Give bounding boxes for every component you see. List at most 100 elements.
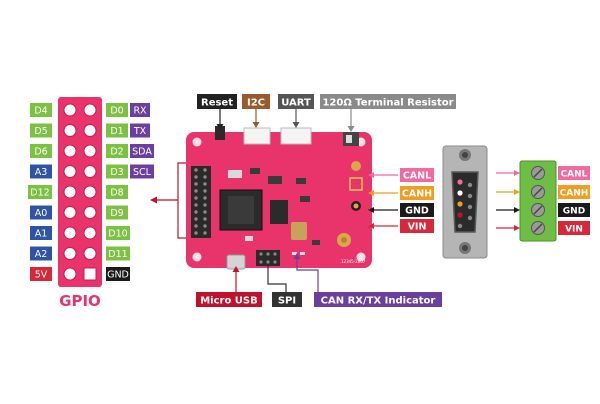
can-terminal-label: VIN <box>565 225 583 235</box>
can-indicator-label-bg <box>314 292 442 307</box>
board-header-pin <box>194 168 198 172</box>
gpio-pin-right <box>83 247 97 260</box>
gpio-pin-right <box>83 206 97 219</box>
gpio-right-pin-label: GND <box>107 270 129 281</box>
gpio-left-label: D12 <box>30 188 49 199</box>
gpio-title: GPIO <box>59 292 101 310</box>
gpio-left-label-bg <box>30 246 52 261</box>
board-header-pin <box>194 224 198 228</box>
uart-label-bg <box>278 94 314 109</box>
gpio-left-label: D6 <box>34 147 47 158</box>
top-labels: Reset I2C UART 120Ω Terminal Resistor <box>197 94 456 132</box>
gpio-left-label-bg <box>30 267 52 281</box>
can-terminal-arrowhead <box>514 170 520 176</box>
gpio-right-pin-bg <box>106 185 128 199</box>
i2c-label: I2C <box>247 98 265 109</box>
gpio-right-pin-label: D0 <box>110 106 123 117</box>
gpio-left-label-bg <box>30 103 52 117</box>
micro-usb-label: Micro USB <box>200 296 258 307</box>
gpio-pin-left <box>63 267 77 281</box>
can-terminal-label: CANL <box>561 170 588 180</box>
board-header-pin <box>203 224 207 228</box>
spi-header <box>256 250 280 266</box>
reset-label-bg <box>197 94 237 109</box>
gpio-pin-right <box>83 144 97 158</box>
board-header-pin <box>203 217 207 221</box>
can-board-label-bg <box>400 186 434 200</box>
can-board-label: CANH <box>402 189 432 200</box>
i2c-connector <box>243 127 271 145</box>
board-header-pin <box>203 196 207 200</box>
gpio-right-pin-bg <box>106 226 130 240</box>
terminal-screw-slot <box>533 223 543 233</box>
gpio-right-pin-label: D3 <box>110 167 123 178</box>
gpio-pin-left <box>63 103 77 117</box>
board-header-pin <box>203 203 207 207</box>
gpio-right-func-bg <box>130 164 154 179</box>
gpio-pin-left <box>63 144 77 158</box>
gpio-pin-left <box>63 165 77 178</box>
uart-connector <box>280 127 312 145</box>
reset-label: Reset <box>201 98 233 109</box>
gpio-left-label-bg <box>28 185 52 199</box>
gpio-left-label: D4 <box>34 106 47 117</box>
gpio-right-func-label: SDA <box>132 147 152 158</box>
can-board-label: CANL <box>403 171 431 182</box>
spi-label: SPI <box>278 296 296 307</box>
board-header-pin <box>194 196 198 200</box>
gpio-right-func-bg <box>130 123 150 138</box>
gpio-pin-right <box>83 165 97 178</box>
terminal-screw-slot <box>533 168 543 178</box>
db9-shell <box>451 171 479 233</box>
gpio-pin-holes <box>63 103 97 281</box>
gpio-right-pin-bg <box>106 123 128 138</box>
can-terminal-label: CANH <box>560 189 589 199</box>
board-header-pin <box>203 189 207 193</box>
can-board-arrowhead <box>368 223 374 229</box>
can-board-label-bg <box>400 203 434 217</box>
svg-text:12345-2807: 12345-2807 <box>341 259 366 264</box>
gpio-left-label-bg <box>30 205 52 220</box>
gpio-left-label: A1 <box>35 229 48 240</box>
can-board-arrowhead <box>368 207 374 213</box>
board-header-pin <box>203 231 207 235</box>
gpio-right-pin-bg <box>106 267 130 281</box>
gpio-right-pin-bg <box>106 164 128 179</box>
can-chip <box>270 200 288 224</box>
gpio-left-label-bg <box>30 164 52 179</box>
gpio-right-func-label: RX <box>133 106 147 117</box>
board-header-pin <box>203 168 207 172</box>
terminal-screw-slot <box>533 205 543 215</box>
can-terminal-arrowhead <box>514 189 520 195</box>
board-gpio-header <box>191 166 211 238</box>
gpio-right-pin-label: D1 <box>110 126 123 137</box>
gpio-left-label: A3 <box>35 167 48 178</box>
can-terminal-label-bg <box>558 166 590 180</box>
terminal-resistor-label-bg <box>320 94 456 109</box>
terminal-resistor-label: 120Ω Terminal Resistor <box>322 98 453 109</box>
board-header-pin <box>194 182 198 186</box>
spi-label-bg <box>272 292 302 307</box>
gpio-pin-left <box>63 206 77 219</box>
can-controller-board: 12345-2807 <box>186 126 372 270</box>
board-header-pin <box>194 189 198 193</box>
gpio-left-label: 5V <box>35 270 48 281</box>
can-board-arrowhead <box>368 190 374 196</box>
gpio-right-pin-bg <box>106 144 128 158</box>
gpio-right-pin-label: D9 <box>110 208 123 219</box>
gpio-right-func-bg <box>130 103 150 117</box>
can-terminal-label-bg <box>558 203 590 217</box>
board-header-pin <box>194 175 198 179</box>
gpio-left-label: A0 <box>35 208 48 219</box>
gpio-right-pin-label: D10 <box>108 229 127 240</box>
reset-button <box>215 126 225 140</box>
screw-terminal-block <box>519 160 557 242</box>
gpio-pin-right-square <box>83 267 97 281</box>
can-terminal-label-bg <box>558 221 590 235</box>
board-header-pin <box>203 182 207 186</box>
gpio-left-label-bg <box>30 123 52 138</box>
